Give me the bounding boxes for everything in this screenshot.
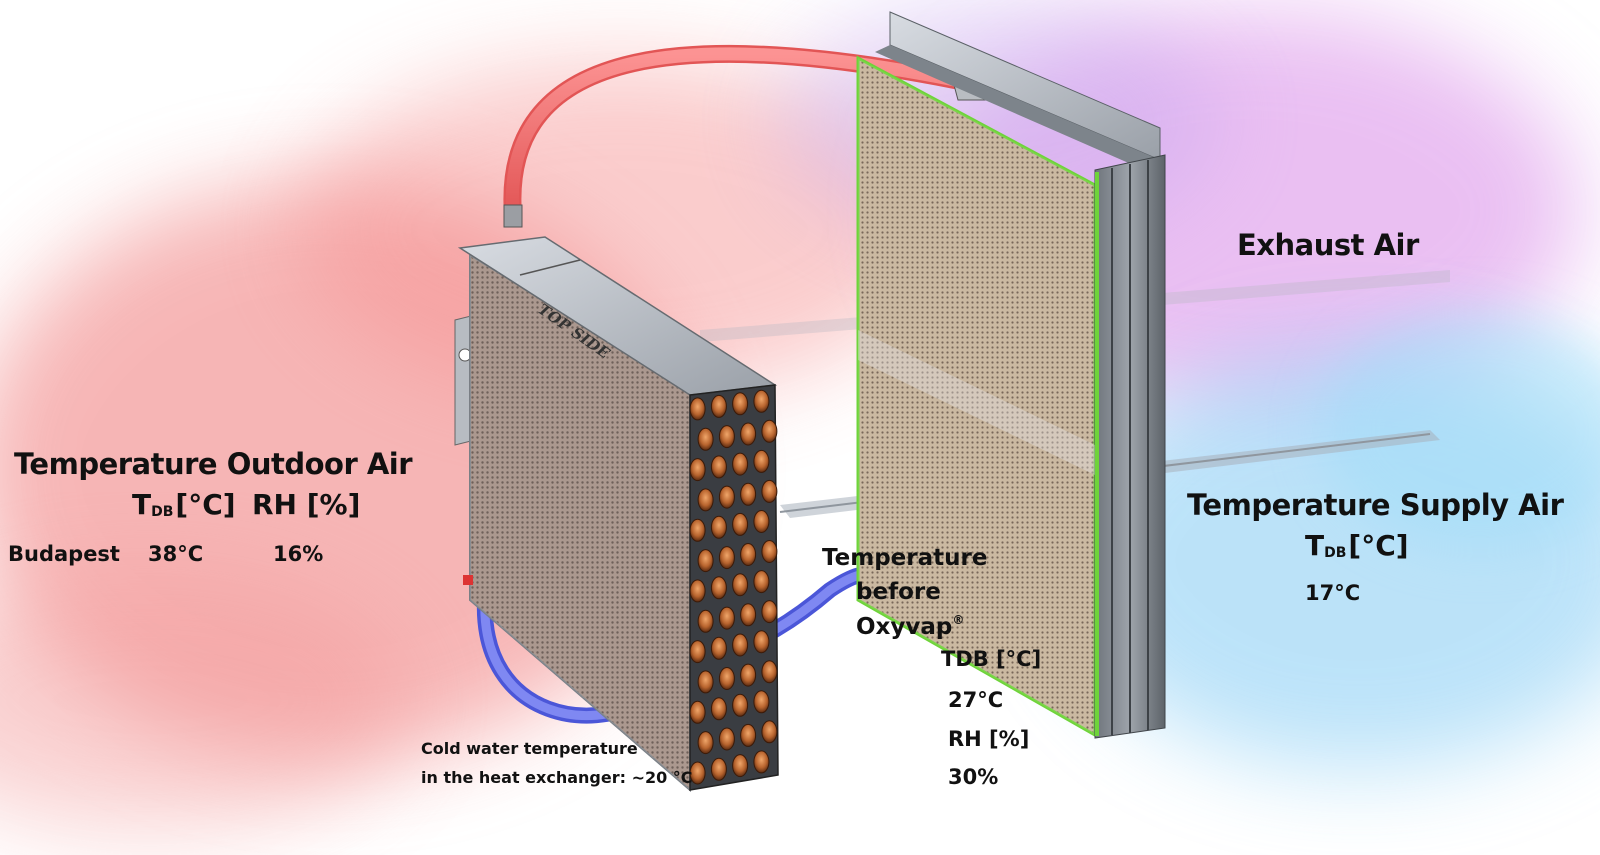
outdoor-humidity-value: 16% (273, 542, 324, 566)
supply-tdb-header: TDB[°C] (1305, 529, 1409, 562)
copper-tube-end (761, 720, 778, 744)
copper-tube-end (718, 667, 735, 690)
copper-tube-end (732, 573, 749, 597)
copper-tube-end (732, 633, 749, 657)
air-flow-haze (0, 0, 1600, 830)
copper-tube-end (740, 422, 757, 446)
copper-tube-end (710, 636, 727, 660)
copper-tube-end (761, 660, 778, 684)
copper-tube-end (689, 761, 706, 785)
copper-tube-end (753, 449, 770, 473)
copper-tube-end (740, 663, 757, 687)
copper-tube-end (718, 727, 735, 751)
copper-tube-end (761, 600, 778, 624)
copper-tube-end (718, 485, 735, 509)
copper-tube-end (732, 452, 749, 476)
before-oxyvap-brand: Oxyvap (856, 614, 953, 640)
outdoor-air-title: Temperature Outdoor Air (14, 447, 413, 481)
copper-tube-end (753, 389, 770, 413)
copper-tube-end (689, 518, 706, 542)
copper-tube-end (689, 640, 706, 664)
copper-tube-end (753, 570, 770, 594)
supply-temperature-value: 17°C (1305, 581, 1361, 605)
oxyvap-evaporative-panel (856, 11, 1166, 739)
heat-exchanger-coil (454, 236, 779, 793)
copper-tube-end (710, 455, 727, 479)
copper-tube-end (710, 576, 727, 600)
copper-tube-end (710, 757, 727, 781)
exhaust-air-title: Exhaust Air (1237, 228, 1419, 262)
outdoor-tdb-subscript: DB (151, 504, 174, 520)
copper-tube-end (710, 697, 727, 721)
before-oxyvap-line1: Temperature (822, 545, 988, 571)
copper-tube-end (697, 488, 714, 512)
copper-tube-end (732, 693, 749, 717)
copper-tube-end (689, 397, 706, 421)
before-oxyvap-tdb-header: TDB [°C] (941, 647, 1042, 671)
copper-tube-end (710, 515, 727, 539)
before-oxyvap-line3: Oxyvap® (856, 613, 964, 640)
copper-tube-end (697, 731, 714, 755)
copper-tube-end (740, 723, 757, 747)
before-oxyvap-temperature: 27°C (948, 688, 1004, 712)
copper-tube-end (761, 540, 778, 563)
outdoor-tdb-letter: T (132, 488, 152, 521)
copper-tube-end (740, 603, 757, 627)
outdoor-tdb-unit: [°C] (175, 488, 236, 521)
copper-tube-end (753, 510, 770, 533)
copper-tube-end (761, 419, 778, 443)
copper-tube-end (740, 482, 757, 506)
outdoor-city: Budapest (8, 542, 120, 566)
copper-tube-end (718, 546, 735, 570)
copper-tube-end (732, 754, 749, 778)
outdoor-rh-header: RH [%] (252, 488, 361, 521)
copper-tube-end (697, 427, 714, 451)
copper-tube-end (697, 549, 714, 573)
copper-tube-end (753, 690, 770, 714)
copper-tube-end (710, 394, 727, 418)
copper-tube-end (689, 458, 706, 482)
copper-tube-end (697, 670, 714, 694)
copper-tube-end (697, 609, 714, 633)
copper-tube-end (732, 512, 749, 536)
before-oxyvap-rh-header: RH [%] (948, 727, 1030, 751)
copper-tube-end (718, 606, 735, 630)
cold-water-note-line2: in the heat exchanger: ~20 °C (421, 768, 693, 787)
copper-tube-end (753, 630, 770, 654)
supply-tdb-letter: T (1305, 529, 1325, 562)
copper-tube-end (689, 700, 706, 724)
supply-tdb-unit: [°C] (1348, 529, 1409, 562)
cold-water-note-line1: Cold water temperature (421, 739, 638, 758)
outdoor-temperature-value: 38°C (148, 542, 204, 566)
copper-tube-end (740, 543, 757, 566)
before-oxyvap-humidity: 30% (948, 765, 999, 789)
copper-tube-end (718, 425, 735, 449)
copper-tube-end (689, 579, 706, 603)
copper-tube-end (732, 392, 749, 416)
supply-tdb-subscript: DB (1324, 545, 1347, 561)
supply-air-title: Temperature Supply Air (1187, 488, 1564, 522)
before-oxyvap-line2: before (856, 579, 941, 605)
registered-mark: ® (952, 613, 965, 627)
outdoor-tdb-header: TDB[°C] (132, 488, 236, 521)
copper-tube-ends (689, 389, 778, 785)
copper-tube-end (753, 750, 770, 774)
copper-tube-end (761, 479, 778, 503)
